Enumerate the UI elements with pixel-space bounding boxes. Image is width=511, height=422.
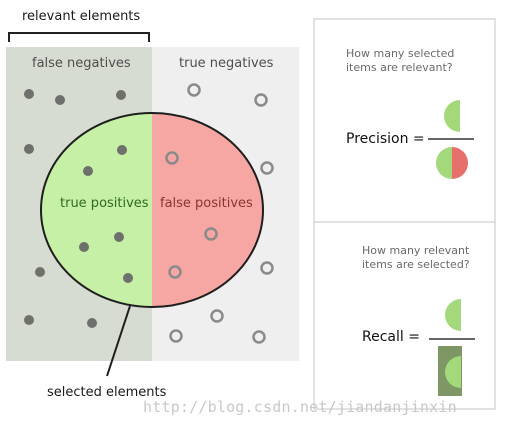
relevant-elements-label: relevant elements	[22, 9, 141, 24]
nonrelevant-ring	[210, 309, 224, 323]
true-positives-label: true positives	[60, 196, 149, 211]
false-negatives-label: false negatives	[32, 56, 131, 71]
precision-denominator-red-half	[452, 147, 468, 179]
nonrelevant-ring	[260, 261, 274, 275]
nonrelevant-ring	[169, 329, 183, 343]
relevant-dot	[24, 89, 34, 99]
recall-question-line1: How many relevant	[362, 244, 470, 257]
relevant-dot	[117, 145, 127, 155]
relevant-dot	[123, 273, 133, 283]
relevant-dot	[114, 232, 124, 242]
relevant-dot	[24, 315, 34, 325]
precision-question-line1: How many selected	[346, 47, 455, 60]
relevant-bracket	[8, 32, 150, 42]
nonrelevant-ring	[165, 151, 179, 165]
recall-panel	[313, 221, 496, 410]
relevant-dot	[116, 90, 126, 100]
recall-denominator-halfcircle	[445, 356, 461, 388]
true-negatives-label: true negatives	[179, 56, 274, 71]
precision-question-line2: items are relevant?	[346, 61, 453, 74]
relevant-dot	[55, 95, 65, 105]
nonrelevant-ring	[254, 93, 268, 107]
precision-numerator-halfcircle	[444, 100, 460, 132]
nonrelevant-ring	[187, 83, 201, 97]
precision-formula-label: Precision =	[346, 131, 425, 147]
selected-ellipse-outline	[40, 112, 264, 308]
nonrelevant-ring	[168, 265, 182, 279]
false-positive-area	[152, 113, 263, 307]
relevant-dot	[35, 267, 45, 277]
relevant-dot	[83, 166, 93, 176]
relevant-dot	[79, 242, 89, 252]
precision-denominator-green-half	[436, 147, 452, 179]
nonrelevant-ring	[260, 161, 274, 175]
selected-elements-label: selected elements	[47, 385, 167, 400]
recall-numerator-halfcircle	[445, 299, 461, 331]
false-positives-label: false positives	[160, 196, 253, 211]
precision-panel	[313, 18, 496, 223]
watermark-url: http://blog.csdn.net/jiandanjinxin	[143, 398, 457, 416]
selected-pointer-line	[106, 305, 131, 377]
nonrelevant-rings	[165, 83, 274, 344]
relevant-dots	[24, 89, 133, 328]
true-positive-area	[41, 113, 152, 307]
recall-question-line2: items are selected?	[362, 258, 470, 271]
relevant-dot	[24, 144, 34, 154]
nonrelevant-ring	[204, 227, 218, 241]
nonrelevant-ring	[252, 330, 266, 344]
relevant-dot	[87, 318, 97, 328]
recall-formula-label: Recall =	[362, 329, 420, 345]
